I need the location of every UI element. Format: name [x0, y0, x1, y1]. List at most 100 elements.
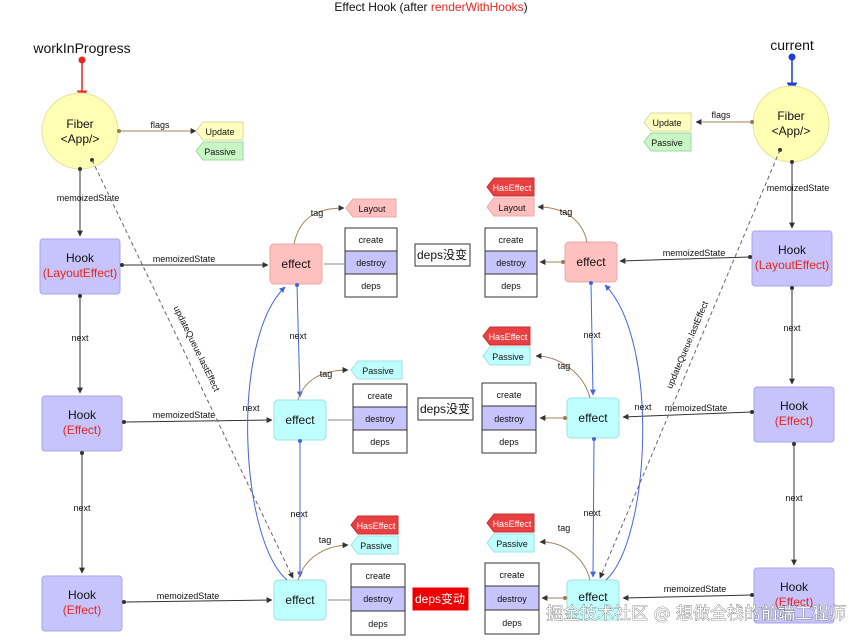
current-hook-layout-effect: Hook (LayoutEffect) — [751, 230, 833, 287]
svg-text:Update: Update — [652, 118, 681, 128]
wip-tag-passive-2: tag HasEffect Passive — [297, 515, 399, 581]
current-hook3-memoizedstate-label: memoizedState — [664, 584, 727, 594]
current-fiber-node: Fiber <App/> — [752, 85, 830, 163]
wip-hook-layout-effect: Hook (LayoutEffect) — [39, 238, 121, 295]
watermark-text: 掘金技术社区 @ 想做全栈的前端工程师 — [546, 604, 846, 624]
wip-tag-layout: tag Layout — [293, 198, 397, 245]
current-flags: flags Update Passive — [643, 110, 754, 152]
current-hook2-memoizedstate-label: memoizedState — [665, 403, 728, 413]
svg-text:effect: effect — [285, 413, 315, 427]
current-hook-effect-2: Hook (Effect) — [753, 567, 835, 624]
wip-memoizedstate-label: memoizedState — [57, 193, 120, 203]
wip-hook-effect-2: Hook (Effect) — [41, 575, 123, 632]
current-effect-circular-next-label: next — [634, 402, 652, 412]
wip-hook1-memoizedstate-label: memoizedState — [153, 254, 216, 264]
current-effect-next-label-2: next — [583, 508, 601, 518]
svg-text:Hook: Hook — [66, 251, 95, 265]
svg-text:destroy: destroy — [356, 258, 386, 268]
svg-text:HasEffect: HasEffect — [493, 519, 532, 529]
wip-effect-circular-next-label: next — [242, 403, 260, 413]
svg-text:Passive: Passive — [496, 539, 528, 549]
svg-text:deps变动: deps变动 — [415, 591, 465, 606]
svg-text:(Effect): (Effect) — [775, 414, 813, 428]
wip-flags: flags Update Passive — [117, 120, 244, 161]
wip-hook-effect-1: Hook (Effect) — [41, 395, 123, 452]
svg-text:effect: effect — [578, 411, 608, 425]
svg-text:Update: Update — [205, 127, 234, 137]
svg-text:deps: deps — [370, 437, 390, 447]
wip-fiber-node: Fiber <App/> — [41, 92, 119, 170]
current-memoizedstate-label: memoizedState — [767, 183, 830, 193]
svg-text:(Effect): (Effect) — [63, 603, 101, 617]
svg-text:<App/>: <App/> — [772, 124, 811, 138]
current-root-label: current — [770, 37, 814, 53]
svg-text:Fiber: Fiber — [777, 109, 804, 123]
current-effect1-fields: create destroy deps — [484, 227, 538, 298]
svg-text:effect: effect — [576, 255, 606, 269]
svg-text:tag: tag — [319, 535, 332, 545]
svg-text:flags: flags — [150, 120, 170, 130]
svg-text:Layout: Layout — [358, 204, 386, 214]
svg-text:Passive: Passive — [204, 147, 236, 157]
svg-text:<App/>: <App/> — [61, 132, 100, 146]
svg-text:(Effect): (Effect) — [63, 423, 101, 437]
svg-text:Hook: Hook — [68, 588, 97, 602]
current-dot — [788, 53, 796, 61]
wip-tag-passive-1: tag Passive — [297, 360, 403, 401]
deps-status-unchanged-2: deps没变 — [417, 397, 474, 421]
svg-text:Hook: Hook — [68, 408, 97, 422]
svg-text:tag: tag — [311, 208, 324, 218]
current-effect2-fields: create destroy deps — [481, 382, 537, 454]
current-hook-next-label-2: next — [785, 493, 803, 503]
svg-text:effect: effect — [578, 590, 608, 604]
wip-hook2-memoizedstate-label: memoizedState — [153, 410, 216, 420]
wip-effect-layout: effect — [269, 243, 323, 285]
svg-text:Hook: Hook — [778, 243, 807, 257]
svg-text:create: create — [358, 235, 383, 245]
wip-effect2-fields: create destroy deps — [352, 383, 408, 454]
svg-text:create: create — [499, 570, 524, 580]
wip-updatequeue-label: updateQueue.lastEffect — [172, 304, 222, 393]
svg-text:HasEffect: HasEffect — [357, 521, 396, 531]
svg-text:create: create — [498, 235, 523, 245]
svg-text:destroy: destroy — [494, 414, 524, 424]
svg-text:deps: deps — [501, 281, 521, 291]
svg-text:tag: tag — [558, 361, 571, 371]
svg-text:HasEffect: HasEffect — [493, 183, 532, 193]
svg-text:effect: effect — [281, 257, 311, 271]
wip-hook-next-label-2: next — [73, 503, 91, 513]
svg-text:destroy: destroy — [365, 414, 395, 424]
deps-status-changed: deps变动 — [412, 587, 469, 611]
wip-root-label: workInProgress — [32, 40, 130, 56]
svg-text:flags: flags — [711, 110, 731, 120]
svg-text:tag: tag — [558, 523, 571, 533]
svg-text:create: create — [496, 390, 521, 400]
current-tag-layout: tag HasEffect Layout — [486, 177, 588, 243]
wip-effect-passive-1: effect — [273, 399, 327, 441]
svg-text:tag: tag — [560, 207, 573, 217]
svg-text:Passive: Passive — [360, 541, 392, 551]
svg-text:(Effect): (Effect) — [775, 595, 813, 609]
svg-text:Passive: Passive — [651, 138, 683, 148]
svg-text:deps没变: deps没变 — [420, 401, 470, 416]
svg-text:destroy: destroy — [363, 594, 393, 604]
svg-text:tag: tag — [320, 369, 333, 379]
svg-text:create: create — [365, 571, 390, 581]
wip-effect-next-label-2: next — [290, 509, 308, 519]
deps-status-unchanged-1: deps没变 — [414, 243, 471, 267]
svg-text:Layout: Layout — [498, 203, 526, 213]
current-effect-passive-1: effect — [566, 397, 620, 439]
wip-hook3-memoizedstate-label: memoizedState — [157, 591, 220, 601]
svg-text:Fiber: Fiber — [66, 117, 93, 131]
diagram-title: Effect Hook (after renderWithHooks) — [334, 0, 527, 14]
svg-text:destroy: destroy — [496, 258, 526, 268]
wip-effect-passive-2: effect — [273, 579, 327, 621]
svg-text:Hook: Hook — [780, 399, 809, 413]
wip-dot — [78, 56, 86, 64]
svg-text:Passive: Passive — [492, 352, 524, 362]
current-tag-passive-1: tag HasEffect Passive — [482, 326, 591, 399]
svg-text:(LayoutEffect): (LayoutEffect) — [43, 266, 117, 280]
svg-text:deps: deps — [499, 437, 519, 447]
wip-effect1-fields: create destroy deps — [344, 227, 398, 298]
